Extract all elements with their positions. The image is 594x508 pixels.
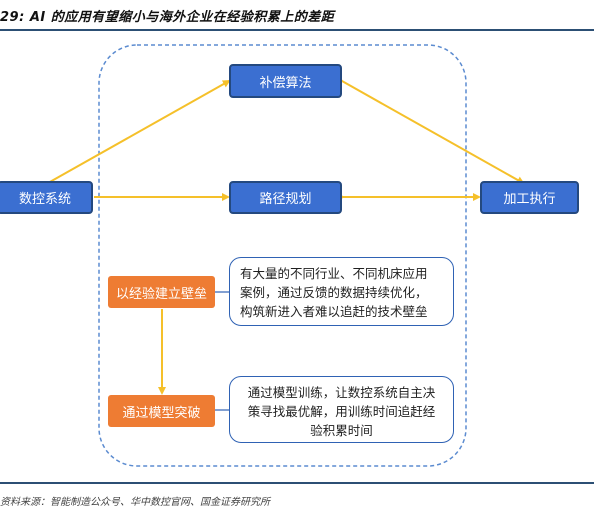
note-experience: 有大量的不同行业、不同机床应用 案例，通过反馈的数据持续优化， 构筑新进入者难以… — [229, 257, 454, 326]
figure-title: 29: AI 的应用有望缩小与海外企业在经验积累上的差距 — [0, 10, 335, 25]
node-path-planning: 路径规划 — [229, 181, 342, 214]
note-experience-line-3: 构筑新进入者难以追赶的技术壁垒 — [240, 304, 428, 319]
node-model-breakthrough: 通过模型突破 — [108, 395, 215, 427]
top-rule — [0, 29, 594, 31]
node-machining-execution: 加工执行 — [480, 181, 579, 214]
source-note: 资料来源：智能制造公众号、华中数控官网、国金证券研究所 — [0, 497, 270, 508]
arrow-compensation-machining — [334, 74, 525, 184]
node-compensation-label: 补偿算法 — [259, 75, 312, 91]
node-experience-barrier: 以经验建立壁垒 — [108, 276, 215, 308]
node-compensation-algorithm: 补偿算法 — [229, 64, 342, 98]
note-experience-line-1: 有大量的不同行业、不同机床应用 — [240, 266, 428, 281]
note-model: 通过模型训练，让数控系统自主决 策寻找最优解，用训练时间追赶经 验积累时间 — [229, 376, 454, 443]
node-path-planning-label: 路径规划 — [259, 192, 312, 207]
arrow-cnc-compensation — [40, 80, 231, 190]
node-cnc-system: 数控系统 — [0, 181, 93, 214]
note-model-line-3: 验积累时间 — [310, 423, 373, 438]
note-model-line-1: 通过模型训练，让数控系统自主决 — [247, 385, 436, 400]
bottom-rule — [0, 482, 594, 484]
node-machining-label: 加工执行 — [503, 192, 556, 207]
node-cnc-system-label: 数控系统 — [18, 192, 71, 207]
note-model-line-2: 策寻找最优解，用训练时间追赶经 — [247, 404, 436, 419]
node-experience-barrier-label: 以经验建立壁垒 — [115, 286, 207, 302]
node-model-breakthrough-label: 通过模型突破 — [122, 405, 201, 421]
note-experience-line-2: 案例，通过反馈的数据持续优化， — [240, 285, 428, 300]
